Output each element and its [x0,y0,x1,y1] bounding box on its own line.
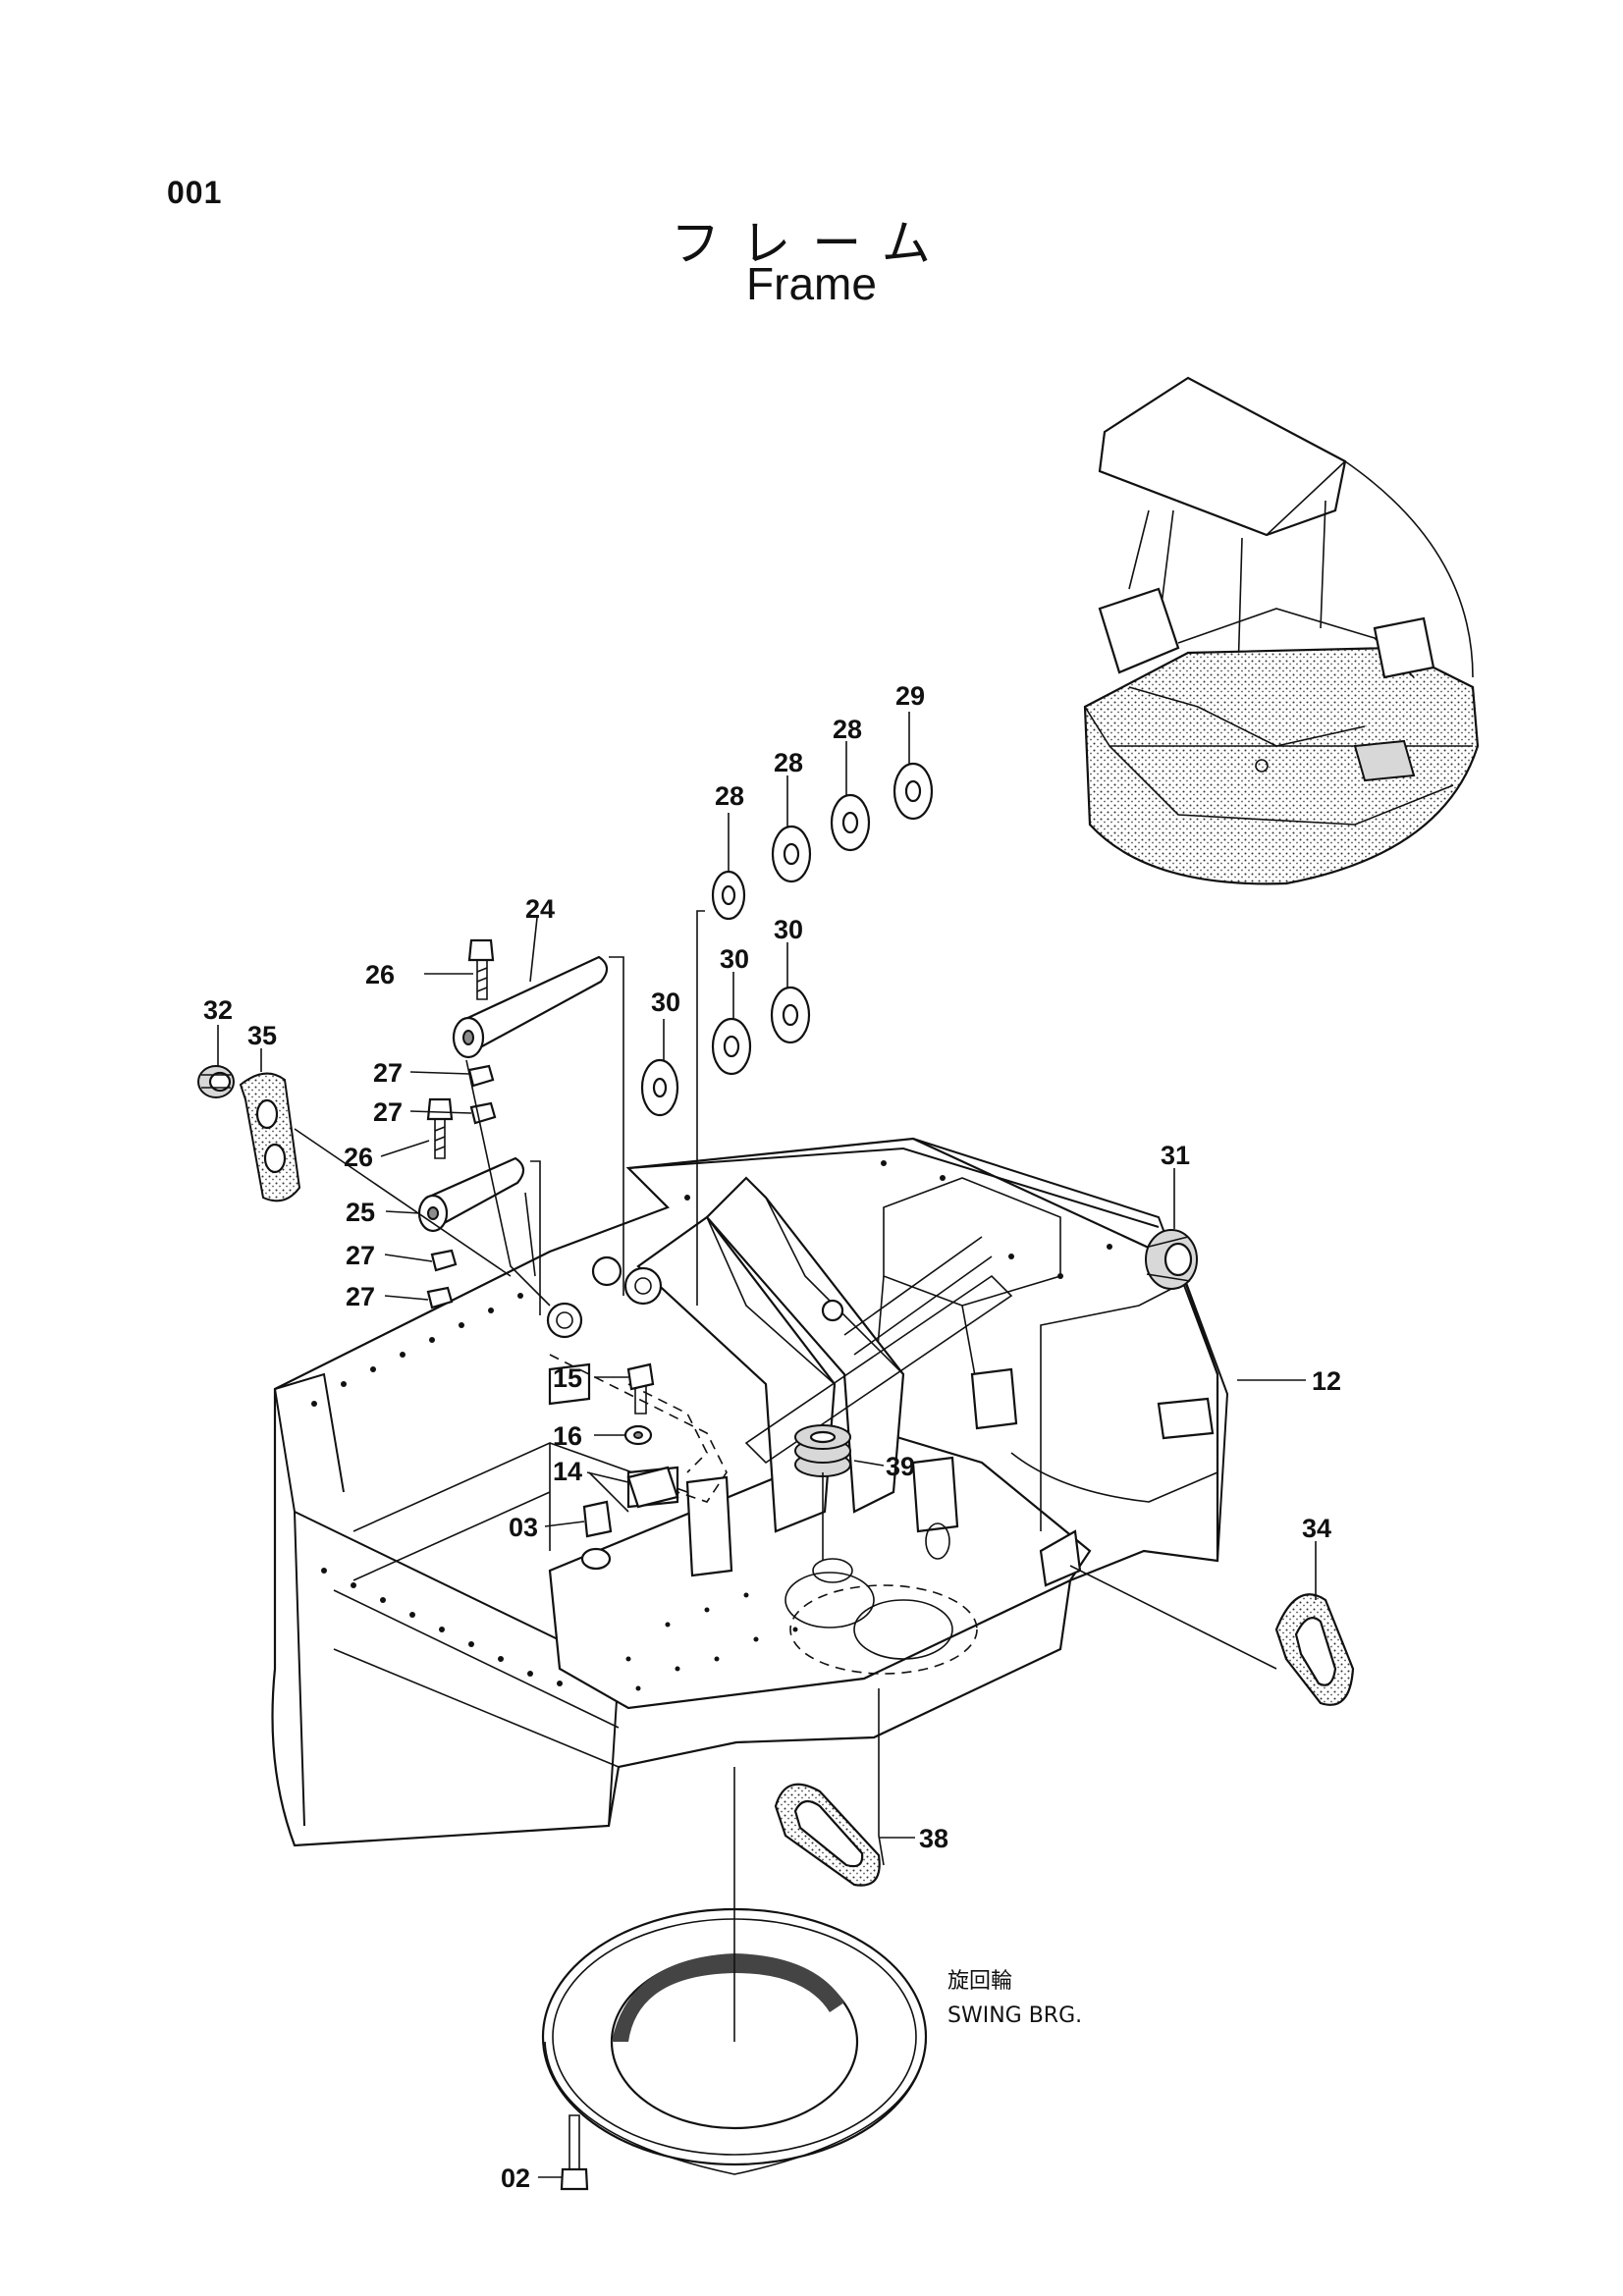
label-27-c: 27 [346,1241,375,1270]
machine-overview-inset [1083,376,1480,885]
label-35: 35 [247,1021,277,1050]
swing-bearing-label-en: SWING BRG. [947,2003,1082,2028]
part-35-cushion [239,1072,301,1202]
part-15-bolt [626,1362,655,1415]
part-38-seal [774,1783,881,1887]
label-28-b: 28 [774,748,803,777]
page-number: 001 [167,175,223,210]
part-16-washer [623,1424,653,1446]
label-39: 39 [886,1452,915,1481]
label-14: 14 [553,1457,582,1486]
part-26-bolt-upper [467,938,495,1000]
part-27-nuts [426,1064,497,1309]
label-28-a: 28 [715,781,744,811]
label-02: 02 [501,2163,530,2193]
part-39-mount [794,1424,851,1477]
swing-frame-body [271,1137,1229,1847]
label-25: 25 [346,1198,375,1227]
part-25-pin [417,1156,525,1233]
label-30-b: 30 [720,944,749,974]
label-30-c: 30 [774,915,803,944]
label-34: 34 [1302,1514,1331,1543]
part-14-plate [626,1466,679,1509]
label-24: 24 [525,894,555,924]
callout-labels: 26 24 27 27 26 25 27 27 32 35 28 28 28 2… [203,681,1341,2193]
label-16: 16 [553,1421,582,1451]
part-32-grommet [197,1065,235,1098]
part-31-mount [1145,1229,1198,1290]
part-34-seal [1274,1593,1355,1706]
title-english: Frame [746,258,877,309]
label-28-c: 28 [833,715,862,744]
label-27-d: 27 [346,1282,375,1311]
label-27-b: 27 [373,1097,403,1127]
label-12: 12 [1312,1366,1341,1396]
swing-bearing-label-jp: 旋回輪 [947,1969,1012,1994]
label-31: 31 [1161,1141,1190,1170]
label-15: 15 [553,1363,582,1393]
part-02-bolt [560,2114,589,2191]
leader-lines [217,712,1317,2178]
label-38: 38 [919,1824,948,1853]
label-26-lower: 26 [344,1143,373,1172]
part-24-pin [452,955,609,1059]
label-32: 32 [203,995,233,1025]
part-26-bolt-lower [426,1097,454,1159]
label-30-a: 30 [651,988,680,1017]
title-japanese: フレーム [671,215,952,272]
part-03-plug [580,1500,613,1571]
part-28-29-30-washers [640,762,934,1117]
label-29: 29 [895,681,925,711]
label-26-upper: 26 [365,960,395,989]
label-03: 03 [509,1513,538,1542]
label-27-a: 27 [373,1058,403,1088]
